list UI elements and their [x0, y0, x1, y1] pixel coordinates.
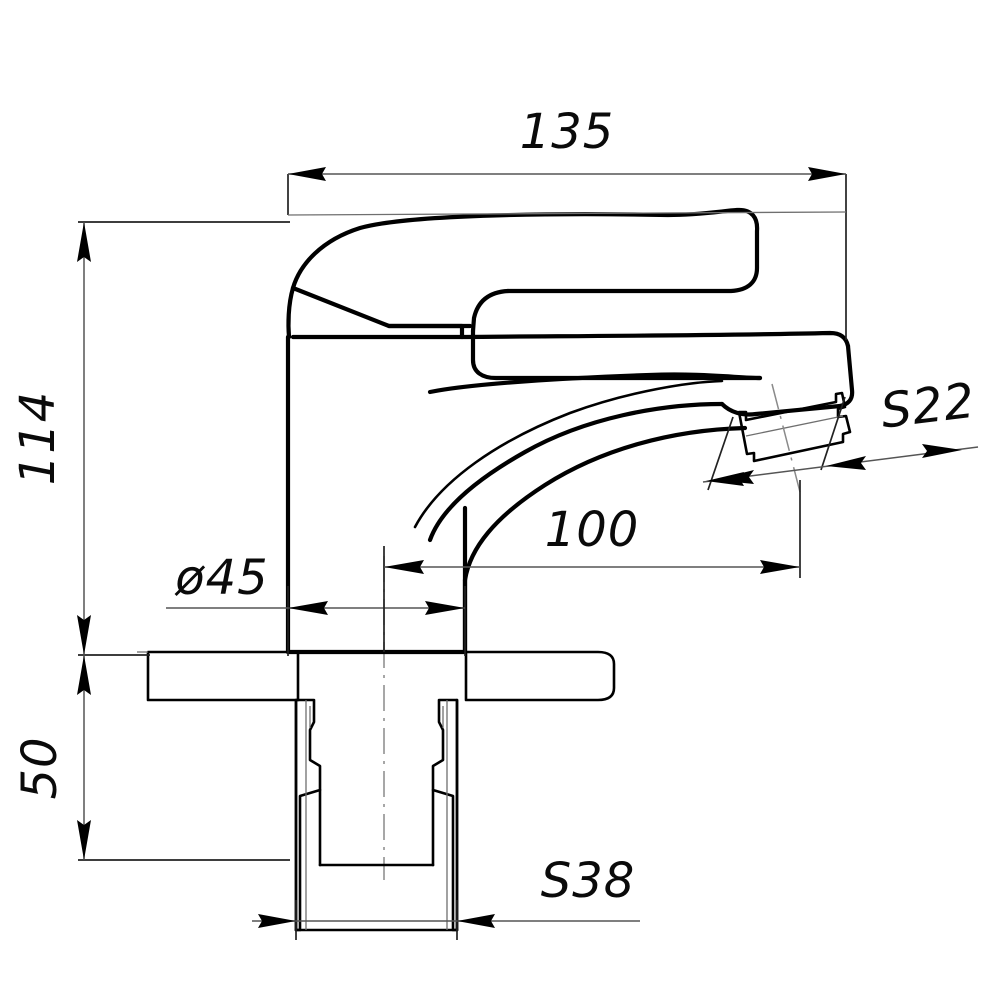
dimension-overall-height: 114 — [10, 221, 290, 656]
dimension-base-diameter: ø45 — [166, 550, 466, 656]
countertop-section — [137, 650, 616, 702]
threaded-shank-section — [294, 698, 459, 932]
lever-handle — [286, 207, 760, 340]
dimension-label-135: 135 — [520, 104, 615, 160]
dimension-aerator-size: S22 — [702, 373, 979, 491]
dimension-label-S22: S22 — [878, 373, 979, 440]
dimension-spout-reach: 100 — [383, 480, 801, 652]
dimension-label-100: 100 — [545, 502, 640, 558]
cartridge-housing — [427, 328, 855, 417]
dimension-label-diameter-45: ø45 — [174, 550, 268, 606]
dimension-shank-size: S38 — [252, 853, 640, 940]
dimension-label-S38: S38 — [541, 853, 636, 909]
dimension-shank-length: 50 — [12, 655, 290, 861]
dimension-overall-width: 135 — [287, 104, 847, 340]
spout — [413, 379, 748, 655]
dimension-label-114: 114 — [10, 391, 66, 486]
dimension-label-50: 50 — [12, 736, 68, 799]
